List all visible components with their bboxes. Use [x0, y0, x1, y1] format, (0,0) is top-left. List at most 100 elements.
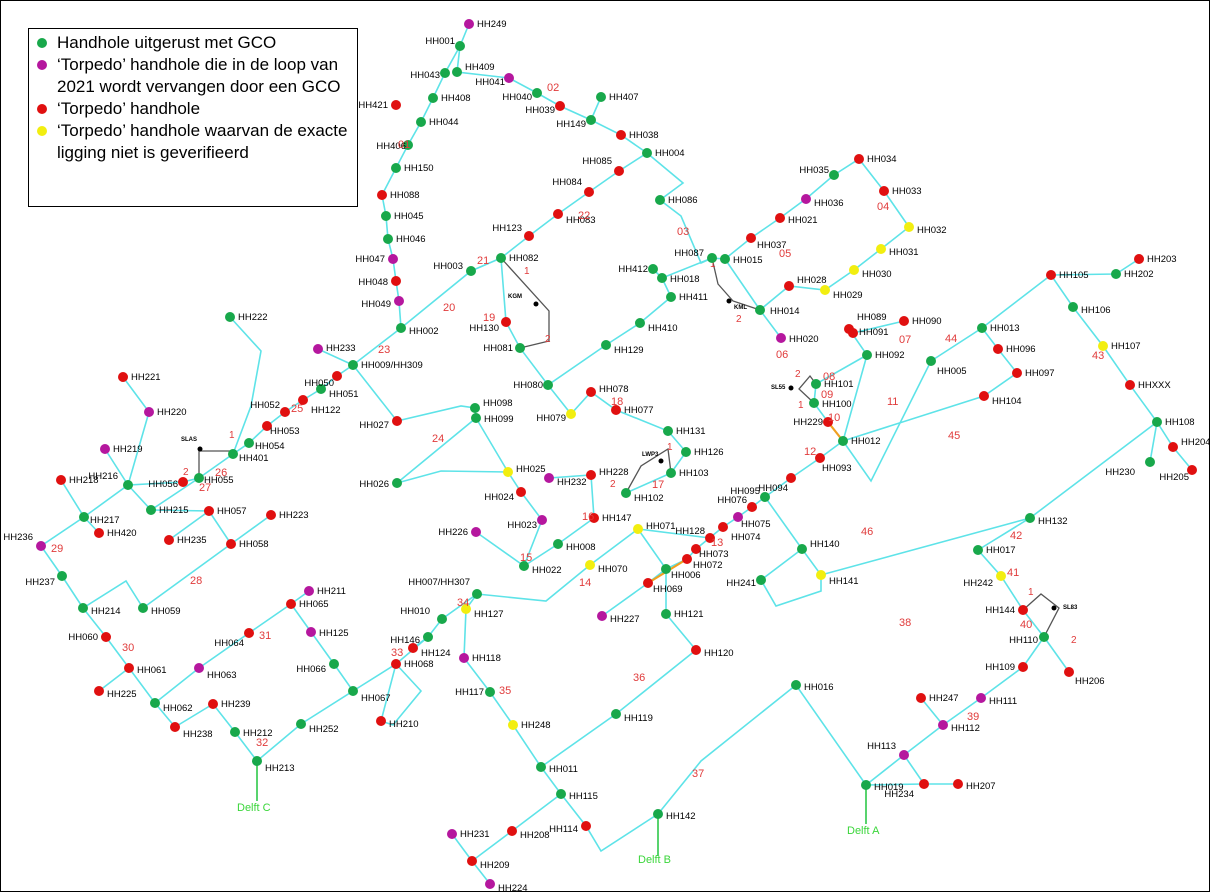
handhole-marker[interactable] [862, 350, 872, 360]
handhole-marker[interactable] [471, 527, 481, 537]
handhole-marker[interactable] [1187, 465, 1197, 475]
handhole-marker[interactable] [953, 779, 963, 789]
handhole-marker[interactable] [150, 698, 160, 708]
handhole-marker[interactable] [544, 473, 554, 483]
handhole-marker[interactable] [904, 222, 914, 232]
handhole-marker[interactable] [648, 264, 658, 274]
handhole-marker[interactable] [938, 720, 948, 730]
handhole-marker[interactable] [786, 473, 796, 483]
handhole-marker[interactable] [244, 438, 254, 448]
handhole-marker[interactable] [296, 719, 306, 729]
handhole-marker[interactable] [1046, 270, 1056, 280]
handhole-marker[interactable] [194, 473, 204, 483]
handhole-marker[interactable] [123, 480, 133, 490]
handhole-marker[interactable] [144, 407, 154, 417]
handhole-marker[interactable] [501, 317, 511, 327]
handhole-marker[interactable] [329, 659, 339, 669]
handhole-marker[interactable] [977, 323, 987, 333]
handhole-marker[interactable] [485, 879, 495, 889]
handhole-marker[interactable] [394, 296, 404, 306]
handhole-marker[interactable] [1064, 667, 1074, 677]
handhole-marker[interactable] [485, 687, 495, 697]
handhole-marker[interactable] [657, 273, 667, 283]
handhole-marker[interactable] [57, 571, 67, 581]
handhole-marker[interactable] [597, 611, 607, 621]
handhole-marker[interactable] [621, 488, 631, 498]
handhole-marker[interactable] [286, 599, 296, 609]
handhole-marker[interactable] [663, 426, 673, 436]
handhole-marker[interactable] [100, 444, 110, 454]
handhole-marker[interactable] [138, 603, 148, 613]
handhole-marker[interactable] [56, 475, 66, 485]
handhole-marker[interactable] [555, 101, 565, 111]
handhole-marker[interactable] [391, 276, 401, 286]
handhole-marker[interactable] [94, 686, 104, 696]
handhole-marker[interactable] [452, 67, 462, 77]
handhole-marker[interactable] [553, 209, 563, 219]
handhole-marker[interactable] [280, 407, 290, 417]
handhole-marker[interactable] [118, 372, 128, 382]
handhole-marker[interactable] [611, 709, 621, 719]
handhole-marker[interactable] [691, 645, 701, 655]
handhole-marker[interactable] [661, 609, 671, 619]
handhole-marker[interactable] [979, 391, 989, 401]
handhole-marker[interactable] [691, 544, 701, 554]
handhole-marker[interactable] [266, 510, 276, 520]
handhole-marker[interactable] [755, 305, 765, 315]
handhole-marker[interactable] [553, 539, 563, 549]
handhole-marker[interactable] [459, 653, 469, 663]
handhole-marker[interactable] [226, 539, 236, 549]
handhole-marker[interactable] [820, 285, 830, 295]
handhole-marker[interactable] [447, 829, 457, 839]
handhole-marker[interactable] [471, 413, 481, 423]
handhole-marker[interactable] [1018, 662, 1028, 672]
handhole-marker[interactable] [879, 186, 889, 196]
handhole-marker[interactable] [503, 467, 513, 477]
handhole-marker[interactable] [838, 436, 848, 446]
handhole-marker[interactable] [707, 253, 717, 263]
handhole-marker[interactable] [642, 148, 652, 158]
handhole-marker[interactable] [524, 231, 534, 241]
handhole-marker[interactable] [1168, 442, 1178, 452]
handhole-marker[interactable] [899, 316, 909, 326]
handhole-marker[interactable] [381, 211, 391, 221]
handhole-marker[interactable] [589, 513, 599, 523]
handhole-marker[interactable] [586, 387, 596, 397]
handhole-marker[interactable] [784, 281, 794, 291]
handhole-marker[interactable] [392, 416, 402, 426]
handhole-marker[interactable] [228, 449, 238, 459]
handhole-marker[interactable] [919, 779, 929, 789]
handhole-marker[interactable] [976, 693, 986, 703]
handhole-marker[interactable] [428, 93, 438, 103]
handhole-marker[interactable] [94, 528, 104, 538]
handhole-marker[interactable] [101, 632, 111, 642]
handhole-marker[interactable] [666, 468, 676, 478]
handhole-marker[interactable] [916, 693, 926, 703]
handhole-marker[interactable] [403, 140, 413, 150]
handhole-marker[interactable] [440, 68, 450, 78]
handhole-marker[interactable] [718, 522, 728, 532]
handhole-marker[interactable] [178, 477, 188, 487]
handhole-marker[interactable] [809, 398, 819, 408]
handhole-marker[interactable] [1039, 632, 1049, 642]
handhole-marker[interactable] [705, 533, 715, 543]
handhole-marker[interactable] [1018, 605, 1028, 615]
handhole-marker[interactable] [584, 187, 594, 197]
handhole-marker[interactable] [876, 244, 886, 254]
handhole-marker[interactable] [164, 535, 174, 545]
handhole-marker[interactable] [1068, 302, 1078, 312]
handhole-marker[interactable] [1134, 254, 1144, 264]
handhole-marker[interactable] [376, 716, 386, 726]
handhole-marker[interactable] [208, 699, 218, 709]
handhole-marker[interactable] [146, 505, 156, 515]
handhole-marker[interactable] [252, 756, 262, 766]
handhole-marker[interactable] [423, 632, 433, 642]
handhole-marker[interactable] [504, 73, 514, 83]
handhole-marker[interactable] [391, 659, 401, 669]
handhole-marker[interactable] [392, 478, 402, 488]
handhole-marker[interactable] [515, 343, 525, 353]
handhole-marker[interactable] [332, 371, 342, 381]
handhole-marker[interactable] [1025, 513, 1035, 523]
handhole-marker[interactable] [472, 589, 482, 599]
handhole-marker[interactable] [508, 720, 518, 730]
